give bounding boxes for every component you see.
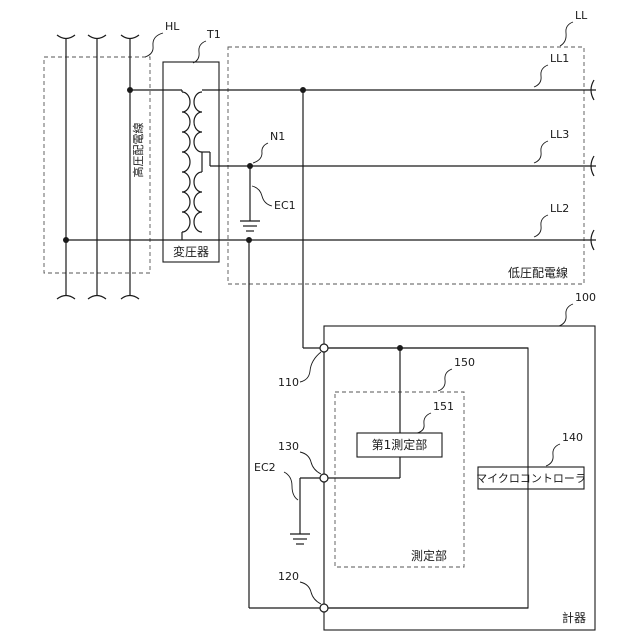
microcontroller-ref-label: 140	[562, 431, 583, 444]
ll2-leader	[534, 215, 548, 237]
terminal-120	[320, 604, 328, 612]
t1-leader	[193, 41, 206, 63]
meter-ref-label: 100	[575, 291, 596, 304]
n1-leader	[253, 143, 268, 163]
ll-label: LL	[575, 9, 588, 22]
ll3-leader	[534, 141, 548, 163]
hv-node-bottom	[63, 237, 69, 243]
meter-leader	[559, 304, 573, 326]
t1-label: T1	[206, 28, 221, 41]
ll1-leader	[534, 65, 548, 87]
ll1-label: LL1	[550, 52, 569, 65]
microcontroller-label: マイクロコントローラ	[476, 472, 586, 485]
terminal-120-label: 120	[278, 570, 299, 583]
meter-group: 100 計器 150 測定部 第1測定部 151 マイクロコントローラ 140 …	[278, 291, 596, 630]
terminal-110-label: 110	[278, 376, 299, 389]
n1-label: N1	[270, 130, 285, 143]
secondary-coil-upper	[194, 92, 202, 152]
ec2-leader	[284, 472, 298, 500]
terminal-130-label: 130	[278, 440, 299, 453]
ec1-leader	[252, 186, 272, 206]
first-measurement-ref-label: 151	[433, 400, 454, 413]
high-voltage-line-label: 高圧配電線	[131, 123, 145, 178]
ec2-label: EC2	[254, 461, 276, 474]
secondary-coil-lower	[194, 172, 202, 232]
terminal-130	[320, 474, 328, 482]
meter-name-label: 計器	[562, 610, 586, 625]
high-voltage-line-group: 高圧配電線 HL	[44, 20, 180, 299]
transformer-label: 変圧器	[173, 244, 209, 259]
measurement-ref-label: 150	[454, 356, 475, 369]
measurement-leader	[438, 369, 452, 391]
ll-leader	[560, 22, 573, 46]
primary-coil	[182, 92, 190, 232]
low-voltage-line-label: 低圧配電線	[508, 265, 568, 280]
meter-connections: EC2	[249, 90, 528, 608]
measurement-name-label: 測定部	[411, 548, 447, 563]
terminal-110-leader	[300, 352, 321, 382]
first-measurement-label: 第1測定部	[372, 437, 428, 452]
hl-leader	[145, 33, 163, 57]
ll3-label: LL3	[550, 128, 569, 141]
high-voltage-conductors	[57, 35, 139, 299]
hv-node-top	[127, 87, 133, 93]
terminal-120-leader	[300, 582, 321, 604]
low-voltage-line-group: LL 低圧配電線 LL1 LL3 N1 EC1 LL2	[182, 9, 596, 284]
ll2-label: LL2	[550, 202, 569, 215]
hl-label: HL	[165, 20, 180, 33]
terminal-110	[320, 344, 328, 352]
ec1-label: EC1	[274, 199, 296, 212]
transformer-box	[163, 62, 219, 262]
microcontroller-leader	[546, 444, 560, 466]
terminal-130-leader	[300, 452, 321, 474]
first-measurement-leader	[417, 413, 431, 433]
